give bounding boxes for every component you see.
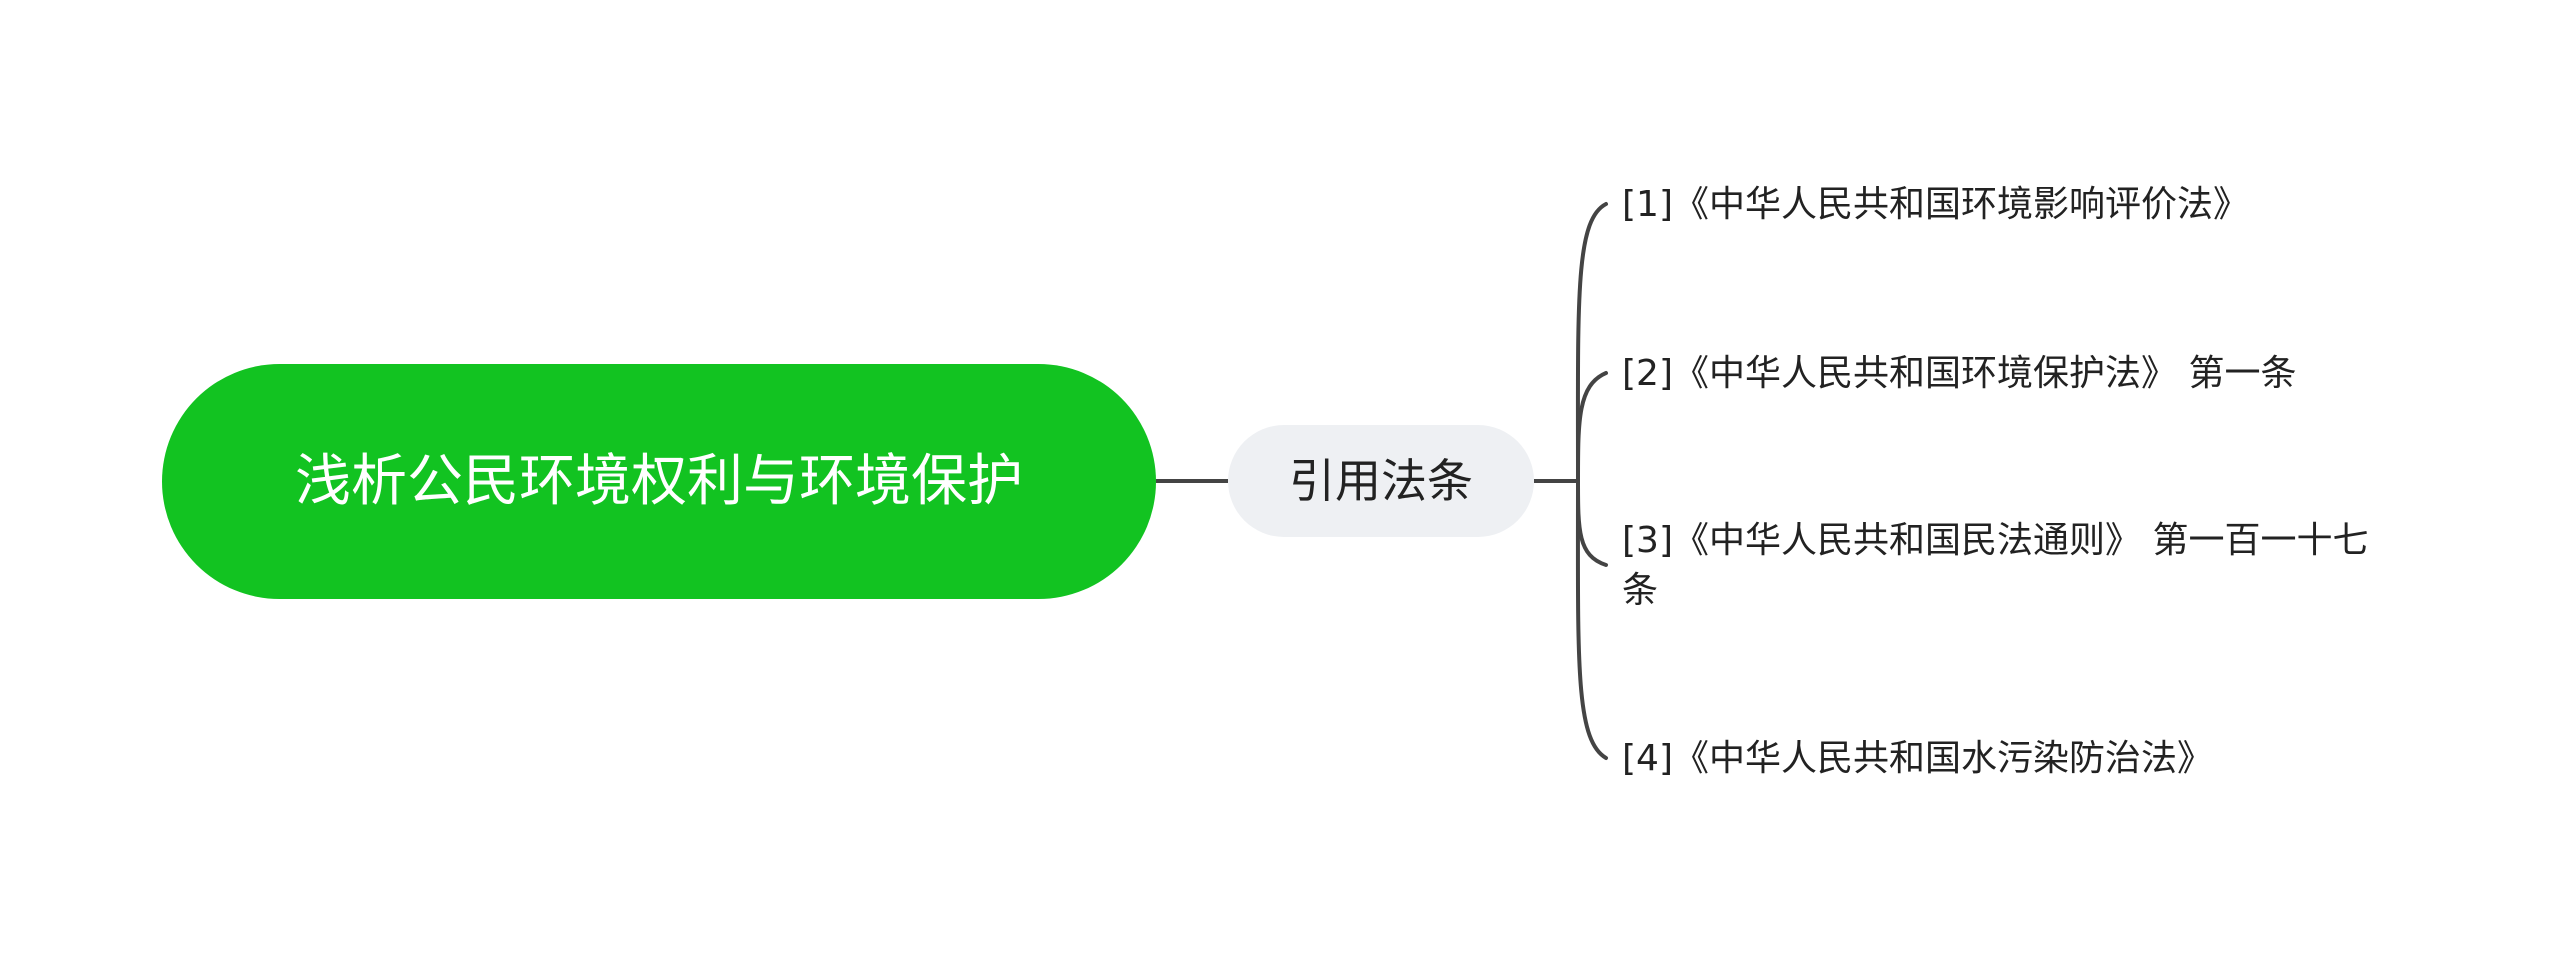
- leaf-topic-1[interactable]: [1]《中华人民共和国环境影响评价法》: [1622, 184, 2249, 225]
- leaf-connector-3: [1576, 479, 1608, 567]
- root-topic-title: 浅析公民环境权利与环境保护: [295, 448, 1023, 514]
- leaf-topic-2[interactable]: [2]《中华人民共和国环境保护法》 第一条: [1622, 353, 2297, 394]
- leaf-connector-4: [1575, 479, 1608, 760]
- leaf-topic-3[interactable]: [3]《中华人民共和国民法通则》 第一百一十七条: [1622, 520, 2369, 611]
- leaf-connector-2: [1576, 371, 1608, 483]
- leaf-connector-1: [1575, 202, 1608, 483]
- branch-topic-node[interactable]: 引用法条: [1228, 425, 1534, 537]
- root-topic-node[interactable]: 浅析公民环境权利与环境保护: [162, 364, 1156, 599]
- branch-topic-label: 引用法条: [1289, 454, 1473, 508]
- leaf-topic-4[interactable]: [4]《中华人民共和国水污染防治法》: [1622, 738, 2213, 779]
